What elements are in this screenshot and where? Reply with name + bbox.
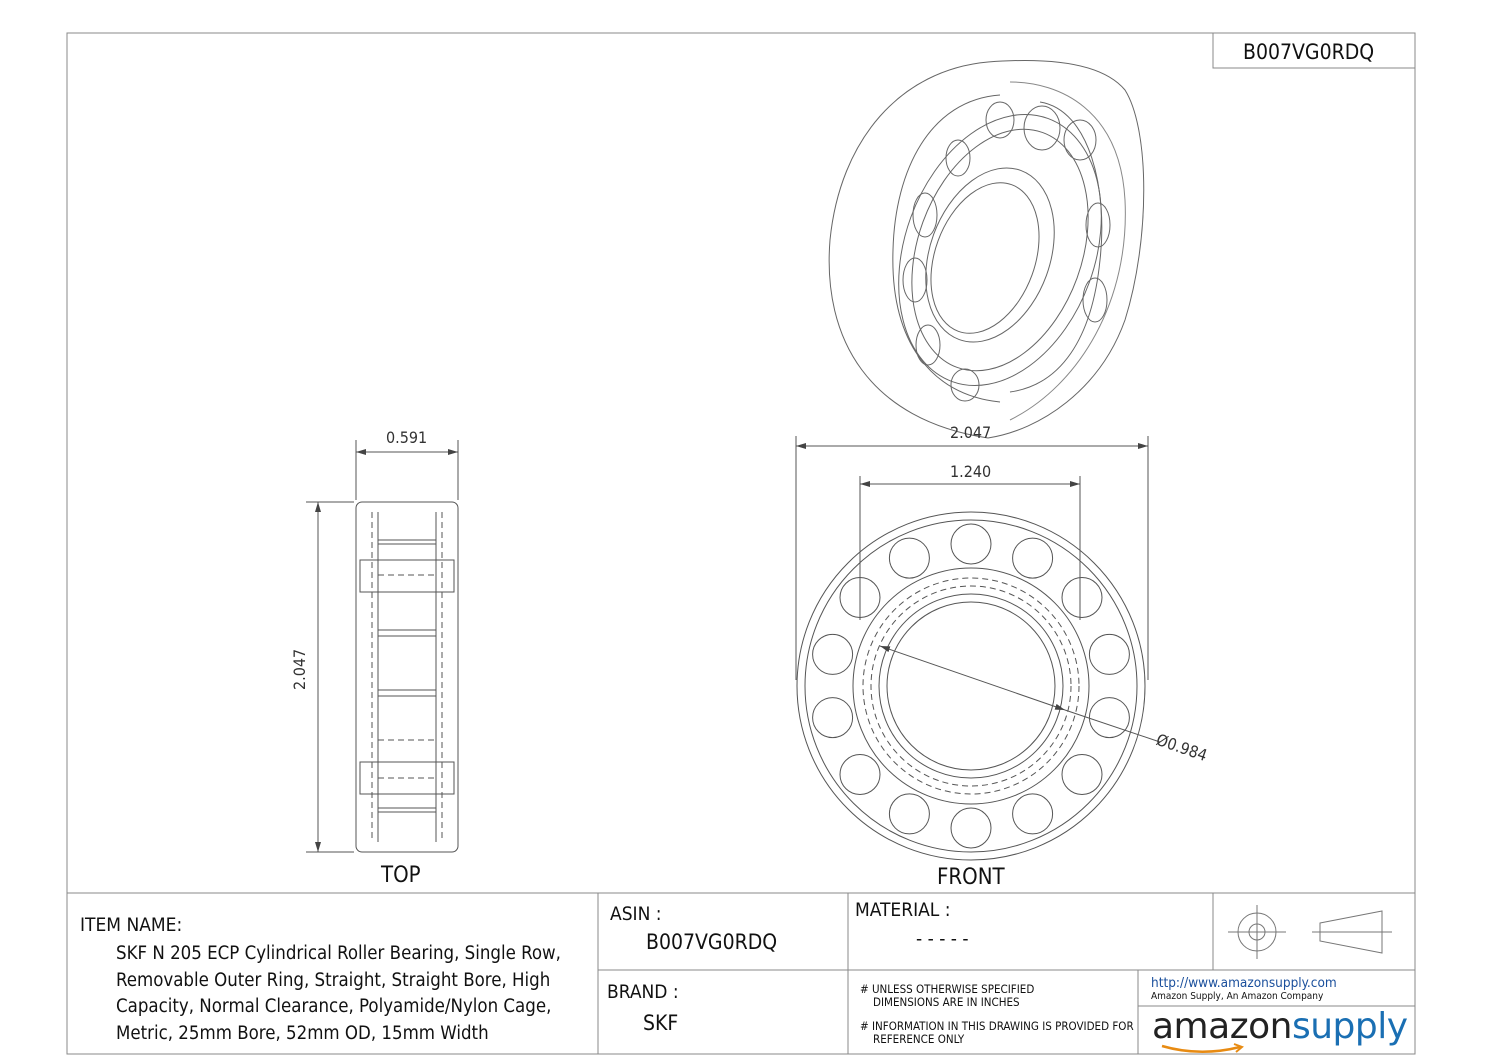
dim-front-od: 2.047	[950, 423, 992, 442]
amazonsupply-logo: amazonsupply	[1152, 1006, 1408, 1047]
front-dimension-lines	[795, 436, 1161, 743]
front-view-rollers	[812, 523, 1130, 849]
top-dimension-lines	[306, 440, 459, 853]
note-reference-line2: REFERENCE ONLY	[873, 1032, 965, 1046]
dim-top-height: 2.047	[290, 648, 309, 690]
roller	[1061, 577, 1103, 618]
projection-symbol	[1228, 905, 1392, 959]
asin-label: ASIN :	[610, 903, 662, 925]
roller	[950, 523, 992, 565]
roller	[812, 633, 854, 675]
top-view-label: TOP	[381, 863, 421, 888]
item-name-value: SKF N 205 ECP Cylindrical Roller Bearing…	[116, 943, 561, 1044]
note-reference-line1: # INFORMATION IN THIS DRAWING IS PROVIDE…	[860, 1019, 1134, 1033]
top-view	[355, 501, 459, 853]
roller	[1012, 793, 1054, 835]
roller	[1088, 633, 1130, 675]
roller	[1012, 537, 1054, 579]
roller	[888, 793, 930, 835]
note-units-line2: DIMENSIONS ARE IN INCHES	[873, 995, 1020, 1009]
material-value: - - - - -	[916, 928, 969, 950]
dim-top-width: 0.591	[386, 428, 428, 447]
brand-value: SKF	[643, 1011, 679, 1035]
roller	[1061, 754, 1103, 795]
material-label: MATERIAL :	[855, 899, 951, 921]
roller	[950, 807, 992, 849]
header-part-code: B007VG0RDQ	[1243, 40, 1375, 64]
isometric-bearing-view	[828, 59, 1145, 439]
brand-label: BRAND :	[607, 981, 679, 1003]
note-units-line1: # UNLESS OTHERWISE SPECIFIED	[860, 982, 1035, 996]
drawing-frame	[66, 32, 1416, 1055]
roller	[888, 537, 930, 579]
roller	[812, 697, 854, 739]
dim-front-inner: 1.240	[950, 462, 992, 481]
front-view-label: FRONT	[937, 865, 1005, 890]
company-name: Amazon Supply, An Amazon Company	[1151, 991, 1324, 1002]
item-name-label: ITEM NAME:	[80, 914, 183, 936]
asin-value: B007VG0RDQ	[646, 930, 778, 954]
company-url-link[interactable]: http://www.amazonsupply.com	[1151, 975, 1337, 991]
roller	[1088, 697, 1130, 739]
amazon-smile-icon	[1161, 1043, 1244, 1053]
roller	[839, 754, 881, 795]
